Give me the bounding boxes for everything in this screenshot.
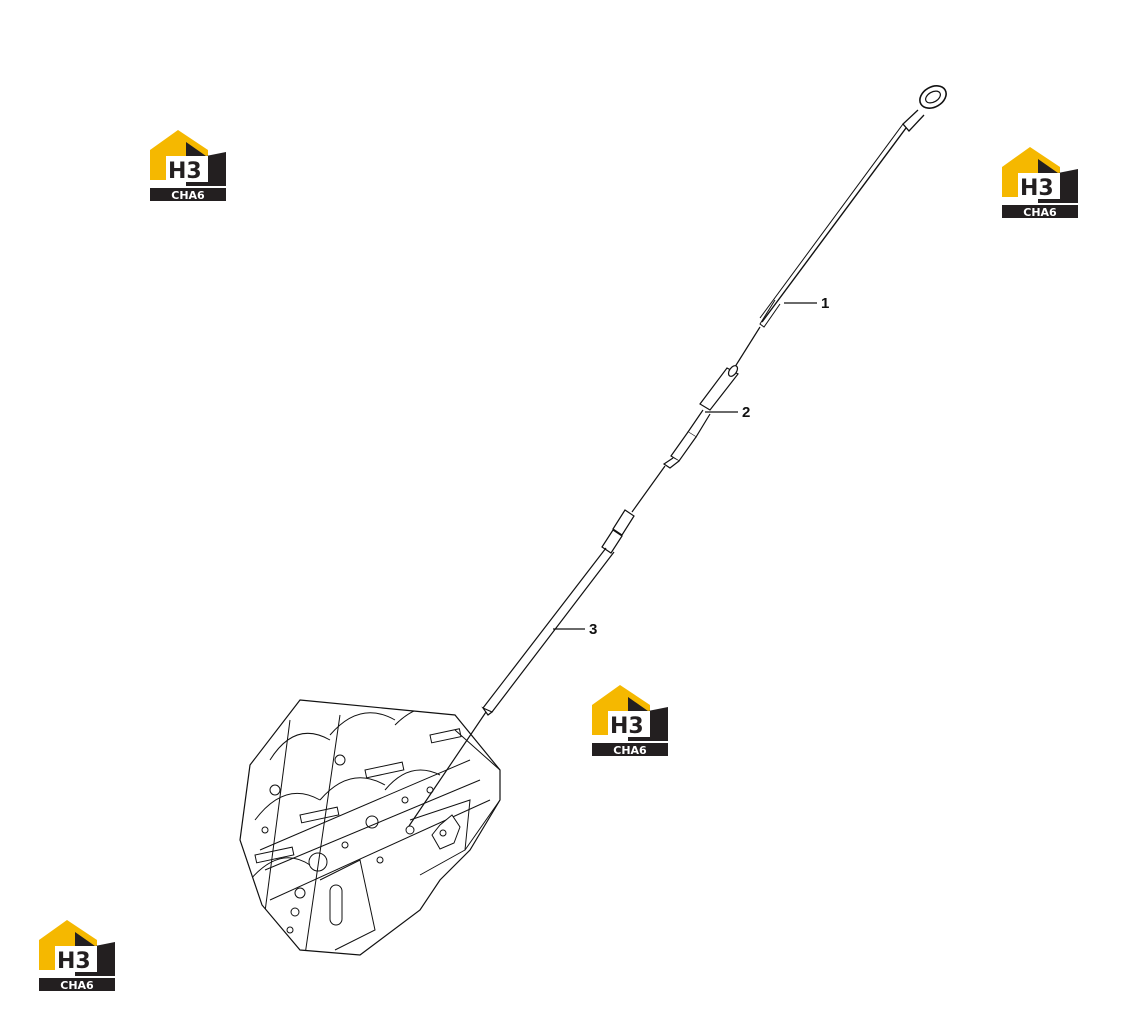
svg-text:H3: H3: [168, 159, 202, 184]
svg-text:CHA6: CHA6: [171, 189, 205, 202]
dipstick: [759, 85, 947, 328]
svg-text:H3: H3: [1020, 176, 1054, 201]
guide-tube-upper: [631, 326, 761, 513]
guide-tube-lower: [408, 509, 635, 827]
callout-2: 2: [705, 404, 750, 421]
watermark-logo: H3 CHA6: [1002, 147, 1078, 219]
watermark-logo: H3 CHA6: [150, 130, 226, 202]
svg-text:3: 3: [589, 621, 597, 638]
svg-text:CHA6: CHA6: [613, 744, 647, 757]
svg-text:CHA6: CHA6: [60, 979, 94, 992]
engine-block: [239, 699, 501, 956]
svg-text:H3: H3: [57, 949, 91, 974]
svg-text:H3: H3: [610, 714, 644, 739]
svg-text:1: 1: [821, 295, 829, 312]
watermark-logo: H3 CHA6: [592, 685, 668, 757]
watermark-logo: H3 CHA6: [39, 920, 115, 992]
svg-text:2: 2: [742, 404, 750, 421]
callout-1: 1: [784, 295, 829, 312]
callout-3: 3: [553, 621, 597, 638]
svg-text:CHA6: CHA6: [1023, 206, 1057, 219]
